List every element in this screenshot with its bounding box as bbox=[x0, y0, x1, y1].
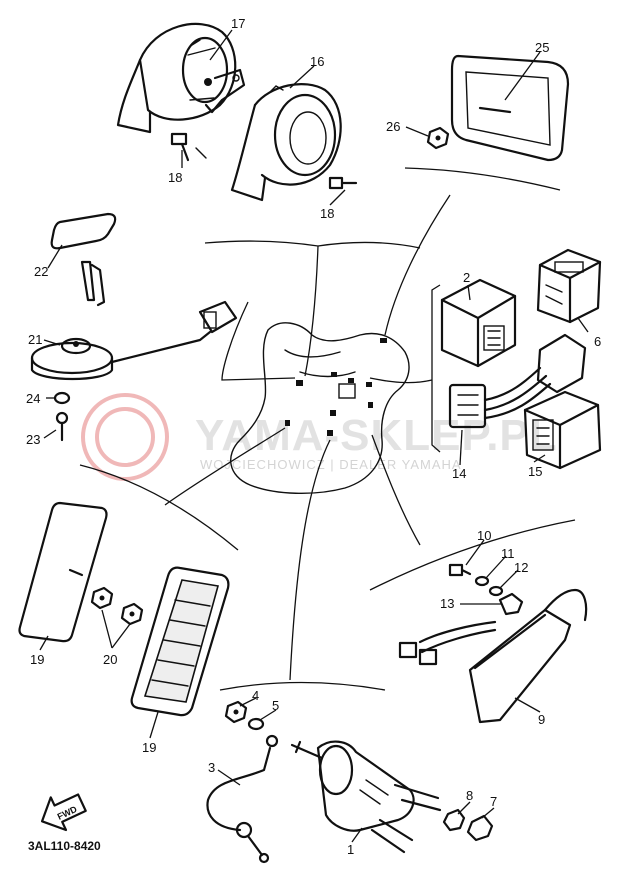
diagram-code: 3AL110-8420 bbox=[28, 839, 101, 853]
washer-11-icon bbox=[474, 575, 490, 587]
reflector-19b-icon bbox=[130, 566, 230, 717]
callout-26: 26 bbox=[386, 119, 400, 134]
starter-relay-1-icon bbox=[290, 740, 442, 854]
callout-20: 20 bbox=[103, 652, 117, 667]
nut-20a-icon bbox=[90, 586, 114, 610]
callout-24: 24 bbox=[26, 391, 40, 406]
frame-sketch bbox=[230, 322, 410, 494]
fwd-arrow-icon: FWD bbox=[40, 793, 87, 832]
callout-5: 5 bbox=[272, 698, 279, 713]
callout-19b: 19 bbox=[142, 740, 156, 755]
nut-7-icon bbox=[466, 814, 494, 842]
callout-22: 22 bbox=[34, 264, 48, 279]
bolt-18b-icon bbox=[328, 176, 358, 190]
washer-5-icon bbox=[247, 717, 265, 731]
callout-7: 7 bbox=[490, 794, 497, 809]
callout-21: 21 bbox=[28, 332, 42, 347]
relay-2-icon bbox=[440, 278, 517, 368]
regulator-9-icon bbox=[398, 588, 588, 724]
watermark-tagline: WOJCIECHOWICZ | DEALER YAMAHA bbox=[200, 457, 462, 472]
washer-12-icon bbox=[488, 585, 504, 597]
bolt-18a-icon bbox=[170, 132, 207, 162]
screw-23-icon bbox=[55, 411, 69, 442]
connector-14-icon bbox=[448, 333, 587, 429]
callout-2: 2 bbox=[463, 270, 470, 285]
callout-12: 12 bbox=[514, 560, 528, 575]
watermark-logo-inner bbox=[95, 407, 155, 467]
watermark-brand: YAMA-SKLEP.PL bbox=[195, 411, 558, 460]
callout-3: 3 bbox=[208, 760, 215, 775]
reflector-19a-icon bbox=[18, 501, 108, 643]
callout-4: 4 bbox=[252, 688, 259, 703]
group-brackets bbox=[79, 167, 576, 691]
callout-8: 8 bbox=[466, 788, 473, 803]
watermark: YAMA-SKLEP.PL WOJCIECHOWICZ | DEALER YAM… bbox=[81, 393, 558, 481]
watermark-logo-icon bbox=[81, 393, 169, 481]
cdi-15-icon bbox=[523, 390, 602, 470]
nut-13-icon bbox=[498, 592, 524, 616]
callout-11: 11 bbox=[501, 546, 515, 561]
washer-24-icon bbox=[53, 391, 71, 405]
nut-20b-icon bbox=[120, 602, 144, 626]
callout-18b: 18 bbox=[320, 206, 334, 221]
callout-15: 15 bbox=[528, 464, 542, 479]
callout-18a: 18 bbox=[168, 170, 182, 185]
nut-8-icon bbox=[442, 808, 466, 832]
fuel-sender-21-icon bbox=[30, 260, 238, 381]
frame-marker bbox=[296, 380, 303, 386]
lamp-25-icon bbox=[450, 54, 570, 162]
callout-leaders bbox=[39, 29, 589, 843]
callout-6: 6 bbox=[594, 334, 601, 349]
callout-16: 16 bbox=[310, 54, 324, 69]
horn-16-icon bbox=[230, 83, 342, 202]
callout-labels: 17 16 18 18 25 26 22 21 24 23 2 6 14 15 … bbox=[26, 16, 601, 857]
callout-17: 17 bbox=[231, 16, 245, 31]
callout-10: 10 bbox=[477, 528, 491, 543]
lead-wire-3-icon bbox=[206, 734, 279, 864]
callout-13: 13 bbox=[440, 596, 454, 611]
callout-25: 25 bbox=[535, 40, 549, 55]
horn-17-icon bbox=[116, 22, 246, 134]
callout-23: 23 bbox=[26, 432, 40, 447]
callout-19a: 19 bbox=[30, 652, 44, 667]
nut-4-icon bbox=[224, 700, 248, 724]
seal-22-icon bbox=[50, 212, 117, 250]
callout-9: 9 bbox=[538, 712, 545, 727]
callout-14: 14 bbox=[452, 466, 466, 481]
callout-1: 1 bbox=[347, 842, 354, 857]
flasher-6-icon bbox=[536, 248, 602, 324]
bolt-10-icon bbox=[448, 563, 472, 577]
nut-26-icon bbox=[426, 126, 450, 150]
